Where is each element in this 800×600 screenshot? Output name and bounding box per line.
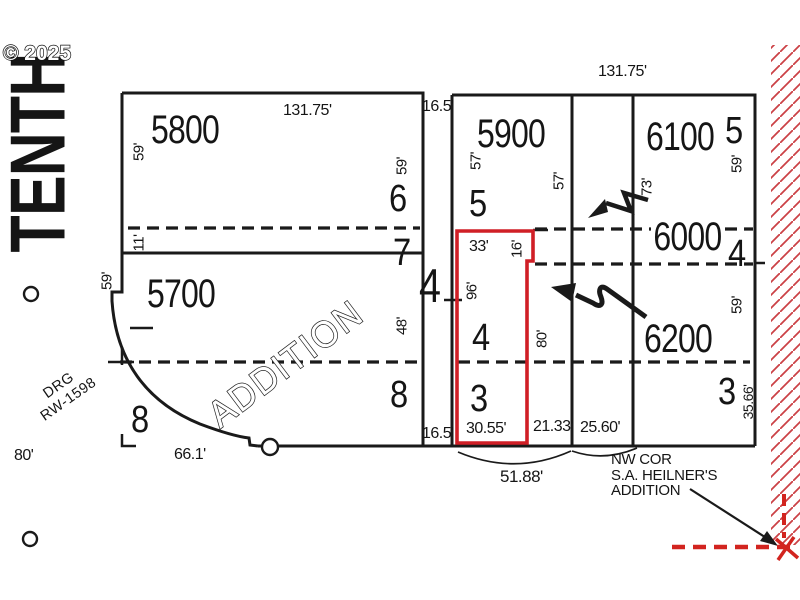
dim-21-33: 21.33' [533, 418, 574, 435]
lot-number-5-5900: 5 [469, 183, 488, 225]
red-dashed-lines [672, 494, 800, 561]
zigzag-arrow-1 [588, 189, 649, 218]
lot-number-8-right: 8 [390, 374, 409, 416]
dim-57-left: 57' [467, 151, 485, 171]
highlighted-parcel-outline [455, 229, 535, 445]
dim-131-75-right: 131.75' [598, 63, 647, 80]
dim-51-88: 51.88' [500, 467, 543, 486]
dim-131-75-left: 131.75' [283, 102, 332, 119]
dim-66-1: 66.1' [174, 446, 206, 463]
dim-48: 48' [393, 316, 411, 336]
dim-30-55: 30.55' [466, 420, 507, 437]
dim-33: 33' [469, 238, 489, 255]
street-label-tenth: TENTH [0, 53, 82, 253]
block-number-4: 4 [419, 259, 441, 312]
hatch-band [771, 45, 800, 545]
dim-80-mid: 80' [533, 329, 551, 349]
dim-16-5-bottom: 16.5' [422, 425, 454, 442]
dim-59-6100: 59' [728, 154, 746, 174]
lot-number-3-highlighted: 3 [470, 378, 489, 420]
survey-point-circles [21, 285, 280, 548]
nw-cor-note-line2: S.A. HEILNER'S [611, 466, 718, 484]
dim-16-5-top: 16.5' [422, 98, 454, 115]
parcel-number-6000: 6000 [651, 215, 724, 260]
nw-cor-note: NW COR S.A. HEILNER'S ADDITION [611, 451, 718, 499]
lot-number-6: 6 [389, 178, 408, 220]
lot-number-7: 7 [393, 232, 412, 274]
lot-number-8-left: 8 [131, 399, 150, 441]
dim-73: 73' [638, 177, 656, 197]
dim-59-5800-left: 59' [130, 142, 148, 162]
dim-59-6200: 59' [728, 295, 746, 315]
parcel-number-5900: 5900 [477, 112, 546, 156]
dim-25-60: 25.60' [580, 419, 621, 436]
nw-cor-leader-arrow [689, 488, 778, 546]
nw-cor-note-line3: ADDITION [611, 482, 681, 499]
dim-80-left: 80' [14, 447, 34, 464]
zigzag-arrow-2 [551, 283, 648, 320]
lot-number-3-6200: 3 [718, 371, 737, 413]
dim-57-right: 57' [550, 171, 568, 191]
dim-59-5800-right: 59' [393, 156, 411, 176]
dim-96: 96' [463, 281, 481, 301]
lot-number-4-6100: 4 [728, 233, 747, 275]
nw-cor-note-line1: NW COR [611, 451, 672, 468]
lot-number-4-highlighted: 4 [472, 317, 491, 359]
parcel-number-6100: 6100 [646, 115, 715, 159]
parcel-number-6200: 6200 [644, 317, 713, 361]
dim-59-5700: 59' [98, 271, 116, 291]
parcel-number-5700: 5700 [147, 272, 216, 316]
dim-11: 11' [130, 234, 148, 252]
copyright-watermark: © 2025 [2, 41, 72, 65]
parcel-boundaries [108, 91, 765, 448]
dimension-brackets [457, 447, 638, 465]
parcel-number-5800: 5800 [151, 108, 220, 152]
dim-16: 16' [508, 239, 526, 259]
lot-number-5-6100: 5 [725, 110, 744, 152]
dim-35-66: 35.66' [740, 384, 756, 420]
